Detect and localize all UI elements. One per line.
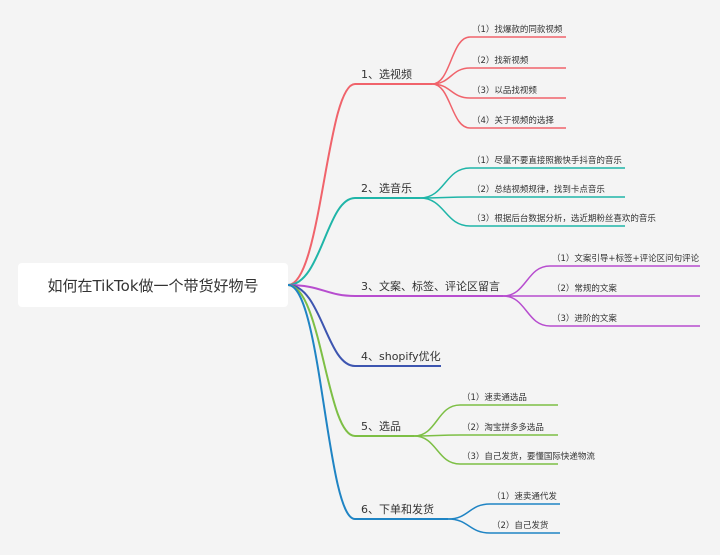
subtopic-6-1[interactable]: （1）速卖通代发 (492, 491, 557, 502)
subtopic-5-3[interactable]: （3）自己发货，要懂国际快递物流 (462, 451, 595, 462)
subtopic-6-2[interactable]: （2）自己发货 (492, 520, 549, 531)
root-topic-label: 如何在TikTok做一个带货好物号 (47, 276, 259, 295)
subtopic-connector (502, 265, 551, 297)
subtopic-3-1[interactable]: （1）文案引导+标签+评论区问句评论 (552, 253, 700, 264)
branch-topic-1[interactable]: 1、选视频 (361, 67, 412, 81)
branch-connector (287, 83, 356, 286)
subtopic-connector (419, 167, 471, 199)
subtopic-connector (413, 404, 461, 437)
subtopic-2-2[interactable]: （2）总结视频规律，找到卡点音乐 (472, 184, 605, 195)
subtopic-1-2[interactable]: （2）找新视频 (472, 55, 529, 66)
branch-topic-6[interactable]: 6、下单和发货 (361, 502, 434, 516)
subtopic-connector (431, 36, 471, 85)
subtopic-1-3[interactable]: （3）以品找视频 (472, 85, 537, 96)
branch-connector (287, 284, 356, 437)
subtopic-3-2[interactable]: （2）常规的文案 (552, 283, 617, 294)
mindmap-links (287, 36, 700, 534)
subtopic-5-1[interactable]: （1）速卖通选品 (462, 392, 527, 403)
subtopic-5-2[interactable]: （2）淘宝拼多多选品 (462, 422, 544, 433)
subtopic-connector (413, 435, 461, 465)
branch-topic-3[interactable]: 3、文案、标签、评论区留言 (361, 279, 500, 293)
branch-topic-5[interactable]: 5、选品 (361, 420, 401, 433)
subtopic-2-3[interactable]: （3）根据后台数据分析，选近期粉丝喜欢的音乐 (472, 213, 656, 224)
branch-connector (287, 284, 356, 520)
branch-topic-4[interactable]: 4、shopify优化 (361, 349, 441, 363)
branch-connector (287, 284, 356, 367)
branch-connector (287, 284, 356, 297)
subtopic-3-3[interactable]: （3）进阶的文案 (552, 313, 617, 324)
subtopic-2-1[interactable]: （1）尽量不要直接照搬快手抖音的音乐 (472, 155, 622, 166)
subtopic-connector (447, 518, 491, 534)
subtopic-1-1[interactable]: （1）找爆款的同款视频 (472, 24, 563, 35)
branch-connector (287, 197, 356, 286)
subtopic-connector (447, 503, 491, 520)
subtopic-1-4[interactable]: （4）关于视频的选择 (472, 115, 554, 126)
subtopic-connector (419, 197, 471, 227)
subtopic-connector (502, 295, 551, 327)
mindmap-labels: 1、选视频 （1）找爆款的同款视频 （2）找新视频 （3）以品找视频 （4）关于视频的选… (361, 24, 700, 531)
subtopic-connector (431, 83, 471, 129)
branch-topic-2[interactable]: 2、选音乐 (361, 181, 412, 195)
root-topic[interactable]: 如何在TikTok做一个带货好物号 (18, 263, 288, 307)
